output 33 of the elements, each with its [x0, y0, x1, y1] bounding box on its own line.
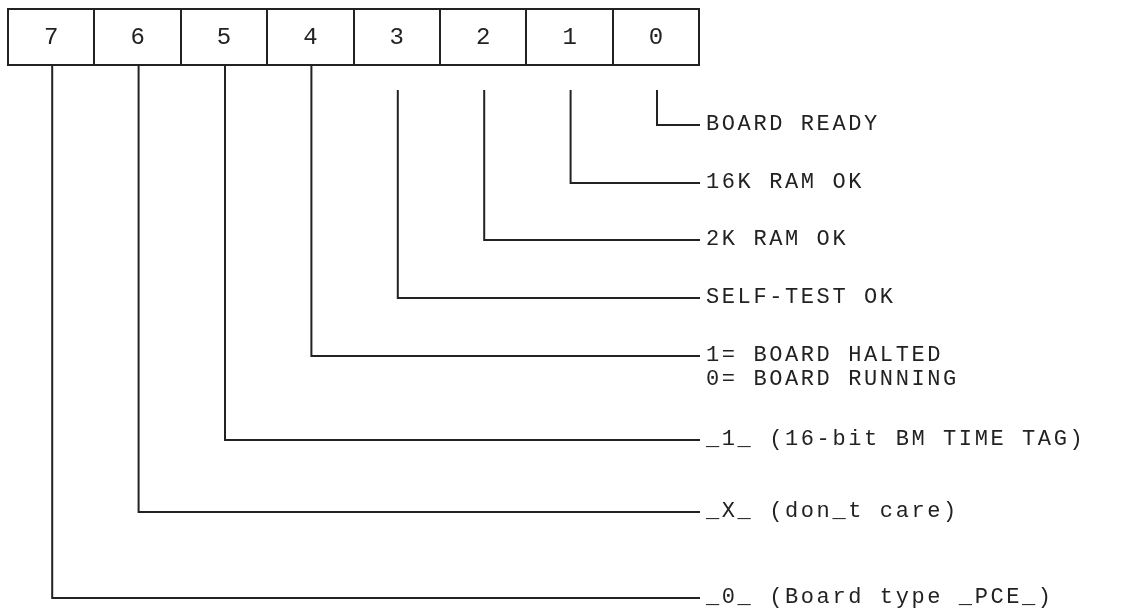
bit-cell — [93, 8, 182, 66]
leader-line — [224, 65, 701, 441]
bit-description: _0_ (Board type _PCE_) — [706, 586, 1054, 610]
bit-description: 16K RAM OK — [706, 171, 865, 195]
leader-line — [656, 89, 701, 126]
leader-line — [396, 89, 701, 299]
bit-number: 1 — [562, 23, 577, 51]
bit-cell — [266, 8, 355, 66]
bit-description: SELF-TEST OK — [706, 286, 896, 310]
leader-line — [137, 65, 701, 513]
bit-cell — [611, 8, 701, 66]
bit-description: 1= BOARD HALTED — [706, 344, 945, 368]
bit-cell — [352, 8, 441, 66]
bit-number: 7 — [44, 23, 59, 51]
leader-line — [310, 65, 701, 357]
bit-number: 6 — [130, 23, 145, 51]
leader-line — [483, 89, 701, 241]
bit-description: 2K RAM OK — [706, 228, 849, 252]
bit-cell — [7, 8, 96, 66]
bit-description: BOARD READY — [706, 113, 880, 137]
bit-description: _X_ (don_t care) — [706, 500, 959, 524]
bit-number: 3 — [389, 23, 404, 51]
bit-description: 0= BOARD RUNNING — [706, 368, 959, 392]
bit-cell — [179, 8, 269, 66]
bit-number: 4 — [303, 23, 318, 51]
bit-number: 0 — [648, 23, 664, 51]
bit-cell — [525, 8, 614, 66]
leader-line — [51, 65, 701, 599]
bit-cell — [439, 8, 528, 66]
leader-line — [569, 89, 701, 184]
bit-number: 5 — [216, 23, 232, 51]
bit-description: _1_ (16-bit BM TIME TAG) — [706, 428, 1086, 452]
bit-number: 2 — [476, 23, 491, 51]
